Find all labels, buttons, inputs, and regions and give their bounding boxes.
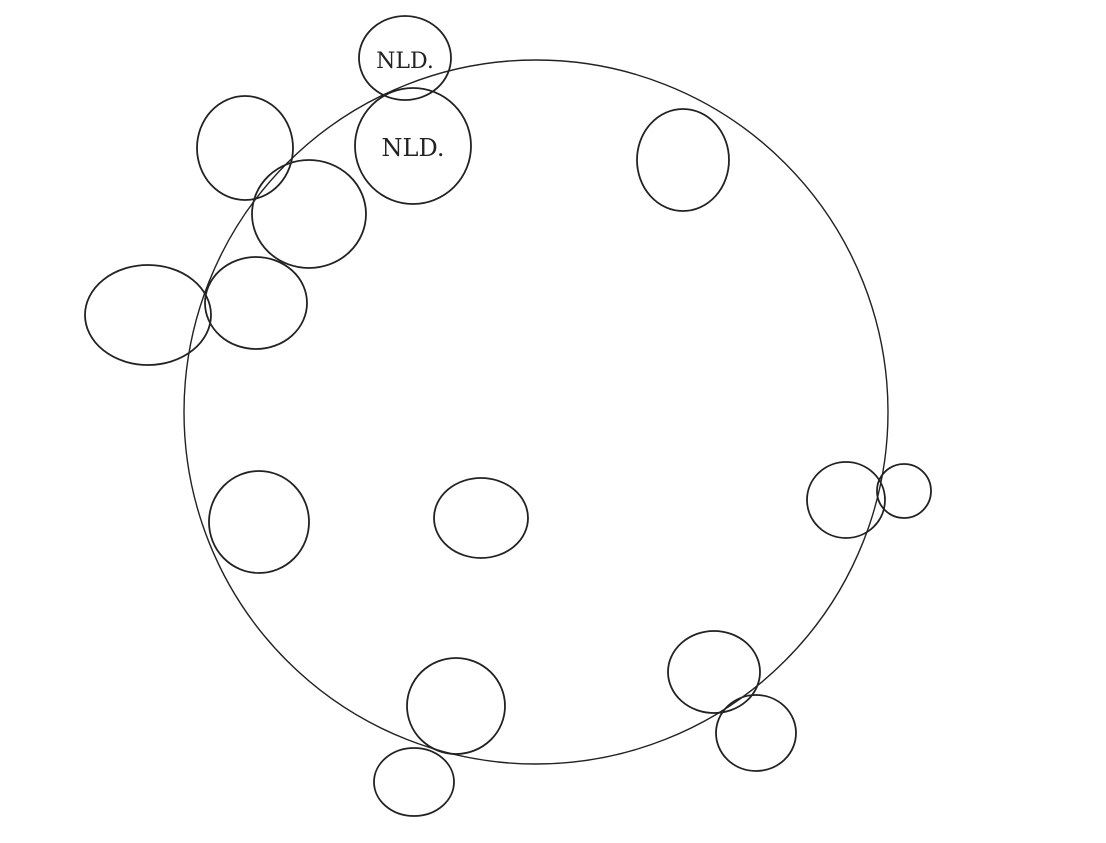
bubble-group: NLD. NLD. xyxy=(84,15,932,817)
bubble-right-outer xyxy=(876,463,932,519)
bubble-label: NLD. xyxy=(382,134,445,162)
bubble-left-inner xyxy=(204,256,308,350)
bubble-center-lower xyxy=(433,477,529,559)
bubble-outline xyxy=(196,95,294,201)
bubble-lower-right-outer xyxy=(715,694,797,772)
bubble-left-middle xyxy=(208,470,310,574)
bubble-upper-right xyxy=(636,108,730,212)
bubble-nld-top: NLD. xyxy=(358,15,452,101)
bubble-right-inner xyxy=(806,461,886,539)
bubble-outline xyxy=(406,657,506,755)
bubble-outline xyxy=(208,470,310,574)
bubble-outline xyxy=(354,87,472,205)
bubble-label: NLD. xyxy=(376,49,434,74)
bubble-nld-main: NLD. xyxy=(354,87,472,205)
bubble-outline xyxy=(433,477,529,559)
bubble-left-outer xyxy=(84,264,212,366)
bubble-outline xyxy=(373,747,455,817)
bubble-outline xyxy=(715,694,797,772)
bubble-upper-left-inner xyxy=(251,159,367,269)
bubble-outline xyxy=(358,15,452,101)
bubble-outline xyxy=(251,159,367,269)
bubble-lower-right-inner xyxy=(667,630,761,714)
bubble-outline xyxy=(204,256,308,350)
bubble-upper-left-outer xyxy=(196,95,294,201)
bubble-bottom-outer xyxy=(373,747,455,817)
bubble-outline xyxy=(667,630,761,714)
bubble-outline xyxy=(84,264,212,366)
outer-circle xyxy=(183,59,889,765)
bubble-outline xyxy=(636,108,730,212)
bubble-outline xyxy=(806,461,886,539)
bubble-outline xyxy=(876,463,932,519)
bubble-bottom-inner xyxy=(406,657,506,755)
